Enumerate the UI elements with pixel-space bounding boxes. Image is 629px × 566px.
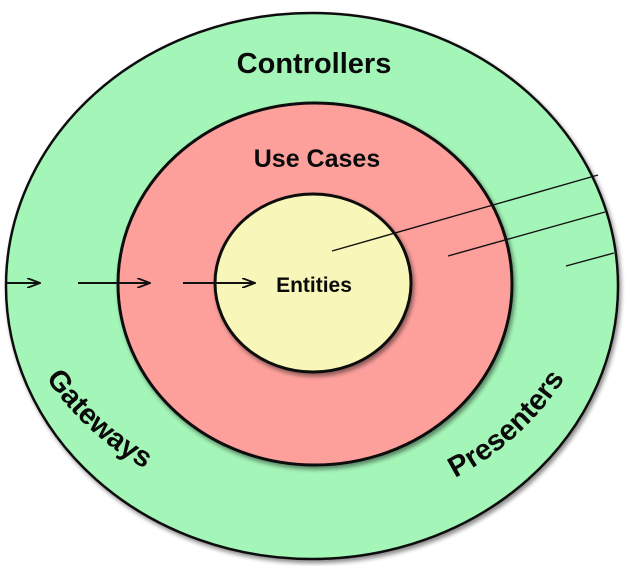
controllers-label: Controllers — [237, 48, 392, 80]
callout-line-3 — [565, 252, 615, 267]
entities-label: Entities — [276, 274, 352, 297]
callout-line-1 — [331, 174, 599, 252]
use-cases-label: Use Cases — [254, 145, 380, 173]
callout-line-2 — [447, 211, 606, 257]
